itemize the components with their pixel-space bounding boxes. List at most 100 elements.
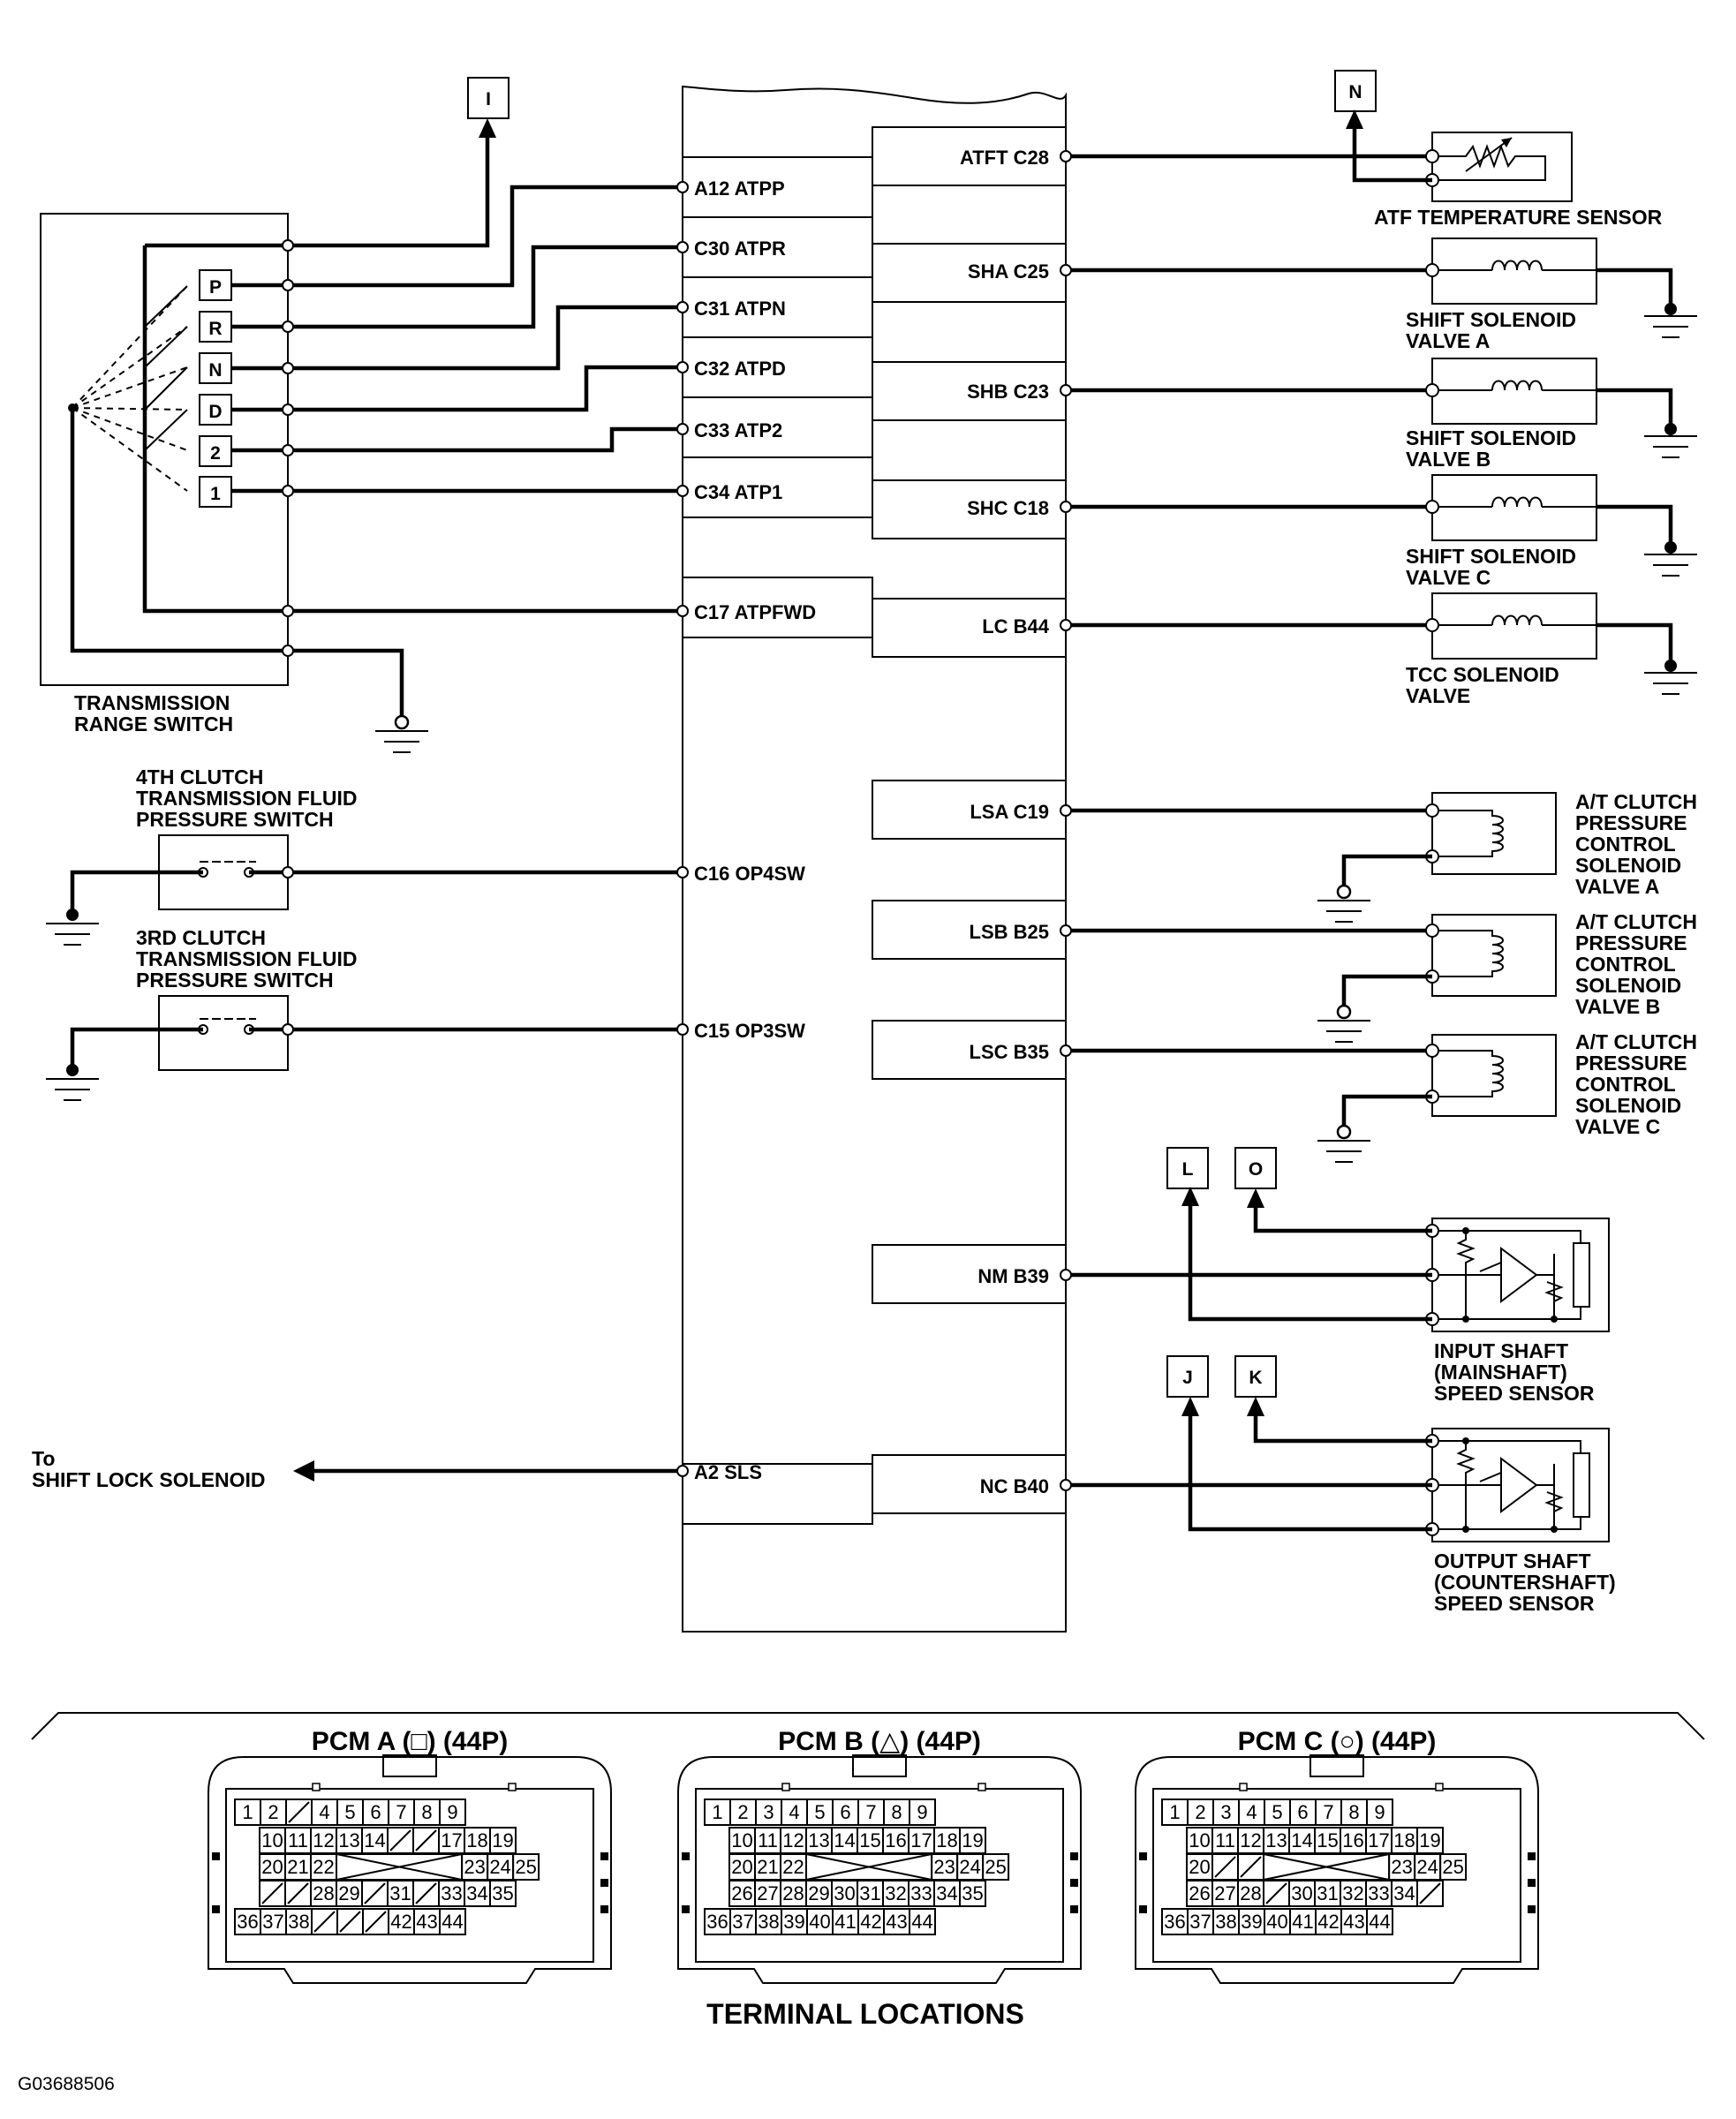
pin-number: 38	[1215, 1911, 1236, 1933]
pin-number: 4	[789, 1801, 799, 1823]
pin-number: 25	[1442, 1856, 1463, 1878]
pin-number: 7	[1323, 1801, 1333, 1823]
pin-number: 17	[1368, 1829, 1389, 1851]
pin-number: 39	[783, 1911, 804, 1933]
shc-label: SHIFT SOLENOID	[1406, 545, 1576, 568]
pin-number: 9	[1374, 1801, 1385, 1823]
shift-solenoid-c	[1066, 474, 1697, 577]
pin-cell	[1366, 1908, 1393, 1935]
pin-number: 25	[985, 1856, 1006, 1878]
shift-lock-label: To	[32, 1447, 55, 1470]
pin-number: 19	[492, 1829, 513, 1851]
lsa-label: VALVE A	[1575, 875, 1659, 898]
pin-number: 6	[370, 1801, 381, 1823]
pin-number: 30	[1291, 1882, 1312, 1904]
shift-lock-wire	[293, 1460, 683, 1482]
connector-title: PCM C (○) (44P)	[1238, 1727, 1437, 1756]
shc-label: VALVE C	[1406, 566, 1491, 589]
connector-title: PCM A (□) (44P)	[312, 1727, 509, 1756]
pin-number: 12	[313, 1829, 334, 1851]
pin-number: 1	[242, 1801, 253, 1823]
pin-cell-unused	[1214, 1856, 1236, 1878]
pin-number: 22	[782, 1856, 804, 1878]
connector-box-j: J	[1182, 1368, 1193, 1388]
pin-number: 29	[808, 1882, 829, 1904]
connector-latch	[1310, 1754, 1364, 1777]
pin-cell-unused	[313, 1911, 336, 1933]
pin-number: 13	[808, 1829, 829, 1851]
pin-number: 18	[466, 1829, 487, 1851]
connector-key	[781, 1783, 790, 1791]
lsc-label: PRESSURE	[1575, 1052, 1687, 1075]
pin-number: 15	[1317, 1829, 1338, 1851]
tcc-solenoid-valve	[1066, 592, 1697, 695]
pin-cell	[489, 1880, 517, 1907]
range-switch-wires	[145, 118, 683, 494]
range-switch-pins	[282, 239, 294, 657]
pin-number: 3	[763, 1801, 774, 1823]
pin-number: 26	[1189, 1882, 1210, 1904]
transmission-range-switch: P R N D 2 1	[40, 213, 683, 722]
connector-key	[1239, 1783, 1248, 1791]
pin-number: 33	[441, 1882, 462, 1904]
connector-key	[1435, 1783, 1444, 1791]
pcm-right-pins	[1060, 150, 1072, 1491]
pin-number: 42	[1317, 1911, 1339, 1933]
third-clutch-pressure-switch	[46, 995, 683, 1101]
pin-cell	[439, 1799, 466, 1826]
pin-number: 44	[911, 1911, 932, 1933]
terminal-label: LSA C19	[970, 801, 1049, 823]
connector-key	[1070, 1879, 1078, 1887]
lsa-label: CONTROL	[1575, 833, 1676, 856]
connector-face	[1152, 1788, 1521, 1963]
terminal-label: C33 ATP2	[694, 419, 782, 441]
pin-cell-unused	[365, 1911, 387, 1933]
pin-number: 31	[389, 1882, 411, 1904]
pin-number: 40	[809, 1911, 830, 1933]
pin-cell	[512, 1853, 540, 1881]
pin-cell	[1416, 1880, 1444, 1907]
connector-key	[682, 1905, 690, 1913]
pin-number: 23	[1391, 1856, 1412, 1878]
input-shaft-speed-sensor: L O	[1066, 1147, 1610, 1332]
terminal-label: NM B39	[977, 1265, 1049, 1287]
terminal-label: C15 OP3SW	[694, 1020, 805, 1042]
pin-number: 9	[447, 1801, 457, 1823]
pin-number: 1	[1169, 1801, 1180, 1823]
output-shaft-label: OUTPUT SHAFT	[1434, 1550, 1591, 1572]
pcm-left-terminal-labels: A12 ATPP C30 ATPR C31 ATPN C32 ATPD C33 …	[694, 177, 816, 1483]
pin-number: 33	[1368, 1882, 1389, 1904]
pin-number: 16	[1342, 1829, 1363, 1851]
pin-number: 14	[834, 1829, 855, 1851]
connector-key	[600, 1905, 608, 1913]
lsb-label: CONTROL	[1575, 953, 1676, 976]
pin-number: 28	[1240, 1882, 1261, 1904]
pin-cell-unused	[261, 1882, 283, 1904]
terminal-label: C17 ATPFWD	[694, 601, 816, 623]
pin-cell-unused	[287, 1882, 309, 1904]
pin-number: 18	[1393, 1829, 1415, 1851]
pin-number: 14	[1291, 1829, 1312, 1851]
input-shaft-label: (MAINSHAFT)	[1434, 1361, 1567, 1384]
terminal-label: ATFT C28	[960, 147, 1049, 169]
connector-box-n: N	[1348, 82, 1362, 102]
tcc-label: VALVE	[1406, 684, 1470, 707]
pin-number: 17	[910, 1829, 932, 1851]
atf-temperature-sensor: N	[1066, 70, 1573, 202]
connector-latch	[852, 1754, 907, 1777]
figure-code: G03688506	[18, 2074, 115, 2094]
connector-housing	[1135, 1756, 1539, 1984]
shift-solenoid-a	[1066, 238, 1697, 338]
connector-key	[1139, 1852, 1147, 1860]
pin-number: 33	[910, 1882, 932, 1904]
atf-temp-label: ATF TEMPERATURE SENSOR	[1374, 206, 1663, 229]
terminal-label: SHC C18	[967, 497, 1049, 519]
pin-number: 42	[390, 1911, 411, 1933]
pin-number: 22	[313, 1856, 334, 1878]
range-switch-label: RANGE SWITCH	[74, 713, 233, 735]
pin-number: 21	[757, 1856, 778, 1878]
connector-box-i: I	[467, 77, 509, 119]
